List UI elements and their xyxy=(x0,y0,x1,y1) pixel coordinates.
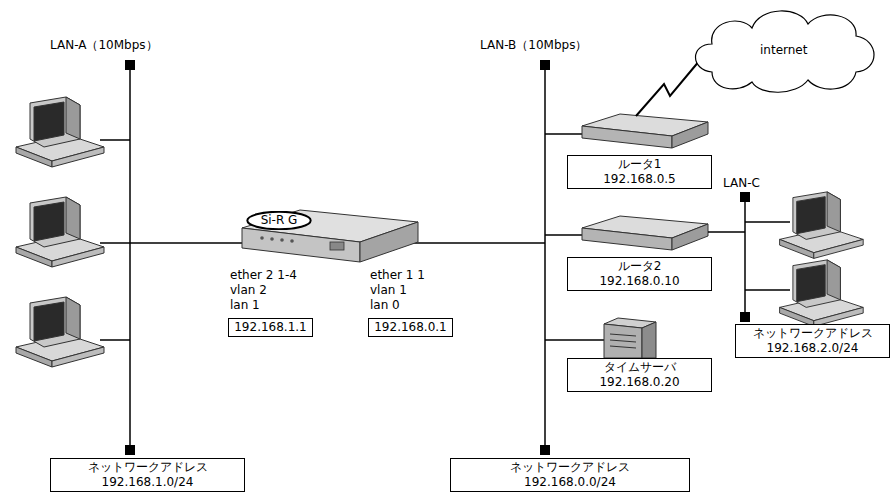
node-text: Si-R G xyxy=(254,213,304,228)
device-name-ellipse: Si-R G xyxy=(246,211,312,230)
network-address-box: ネットワークアドレス192.168.1.0/24 xyxy=(50,458,245,492)
node-text: 192.168.1.0/24 xyxy=(55,475,240,490)
server-box: タイムサーバ192.168.0.20 xyxy=(567,358,712,392)
node-text: 192.168.0.20 xyxy=(572,375,707,390)
network-address-box: ネットワークアドレス192.168.0.0/24 xyxy=(450,458,690,492)
node-text: 192.168.1.1 xyxy=(233,320,308,335)
node-text: 192.168.0.10 xyxy=(572,274,707,289)
vlan-label: vlan 1 xyxy=(370,283,407,297)
interface-label: lan 0 xyxy=(370,298,400,312)
router-box: ルータ2192.168.0.10 xyxy=(567,257,712,291)
cloud-label: internet xyxy=(760,43,807,57)
node-text: 192.168.0.1 xyxy=(373,320,448,335)
node-text: ネットワークアドレス xyxy=(740,326,885,341)
vlan-label: vlan 2 xyxy=(230,283,267,297)
node-text: ルータ1 xyxy=(572,157,707,172)
node-text: タイムサーバ xyxy=(572,360,707,375)
node-text: ルータ2 xyxy=(572,259,707,274)
interface-label: lan 1 xyxy=(230,298,260,312)
lan-name: LAN-B（10Mbps） xyxy=(480,38,587,52)
node-text: 192.168.2.0/24 xyxy=(740,341,885,356)
node-text: ネットワークアドレス xyxy=(455,460,685,475)
node-text: ネットワークアドレス xyxy=(55,460,240,475)
port-label: ether 2 1-4 xyxy=(230,268,297,282)
network-address-box: ネットワークアドレス192.168.2.0/24 xyxy=(735,324,890,358)
ip-address-box: 192.168.0.1 xyxy=(368,318,453,337)
port-label: ether 1 1 xyxy=(370,268,425,282)
node-text: 192.168.0.0/24 xyxy=(455,475,685,490)
lan-name: LAN-A（10Mbps） xyxy=(50,38,158,52)
lan-name: LAN-C xyxy=(723,176,760,190)
router-box: ルータ1192.168.0.5 xyxy=(567,155,712,189)
node-text: 192.168.0.5 xyxy=(572,172,707,187)
ip-address-box: 192.168.1.1 xyxy=(228,318,313,337)
